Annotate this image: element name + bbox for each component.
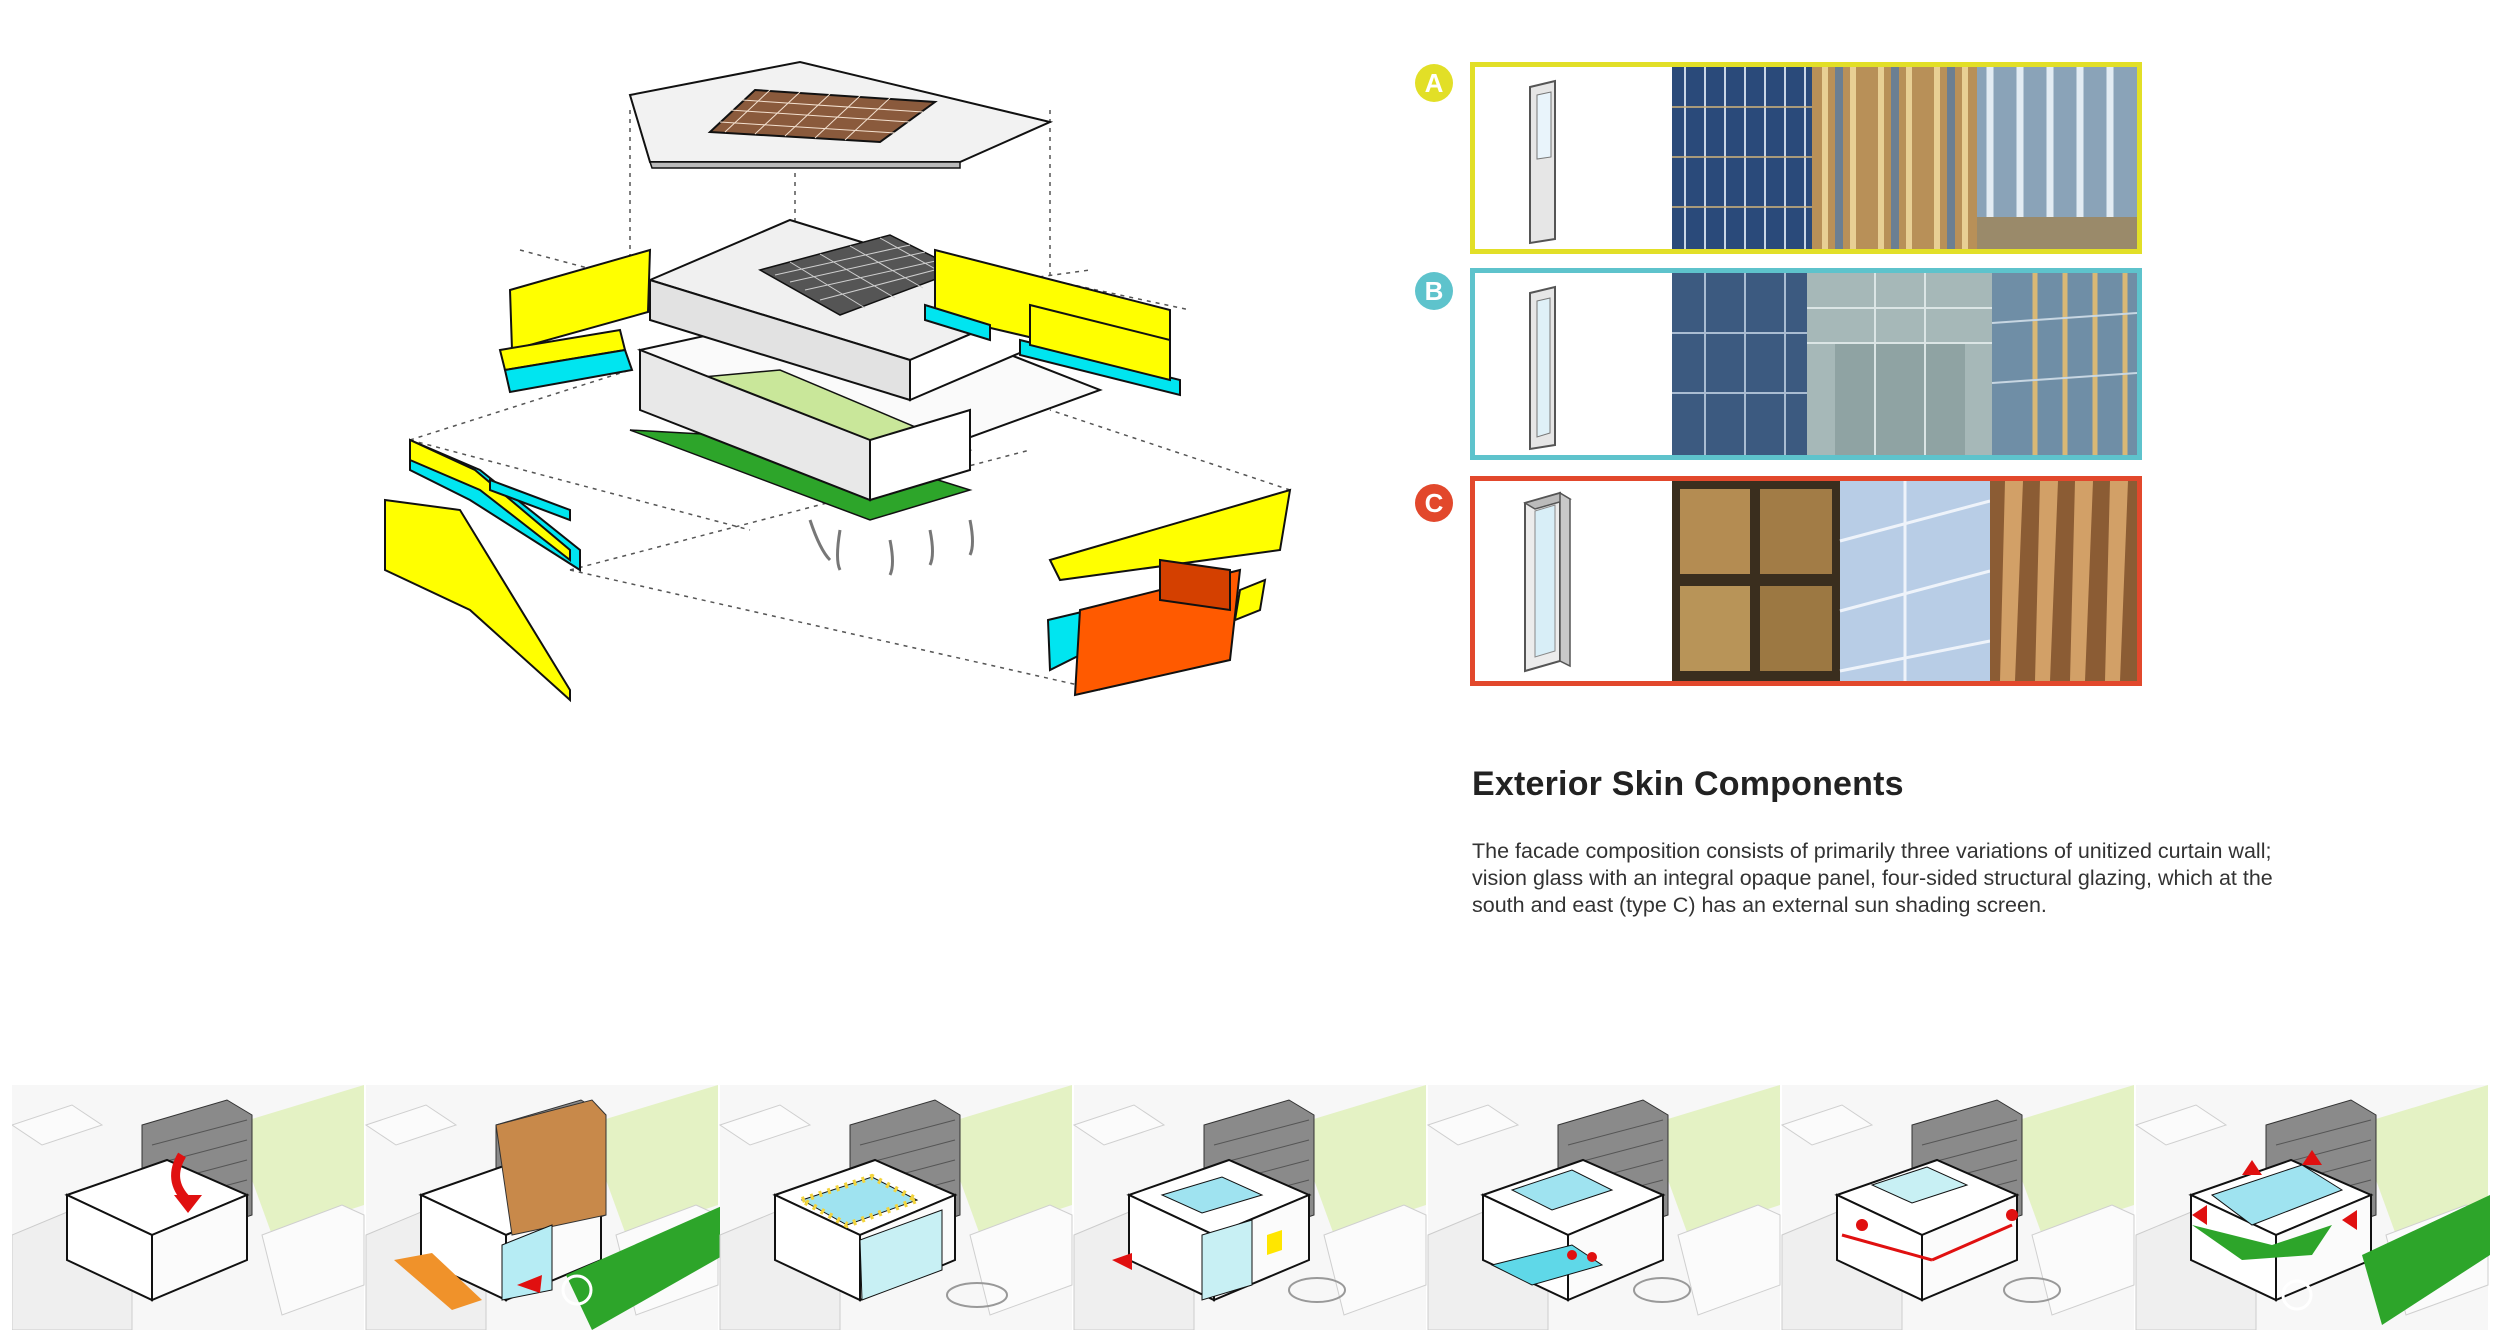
step-4	[1073, 1085, 1427, 1330]
facade-panels-northeast	[924, 248, 1181, 397]
panel-badge-b: B	[1415, 272, 1453, 310]
panel-badge-a: A	[1415, 64, 1453, 102]
facade-photo-a1	[1672, 67, 1812, 249]
roof-canopy	[628, 60, 1054, 169]
panel-frame-c	[1470, 476, 2142, 686]
facade-photo-a3	[1977, 67, 2137, 249]
facade-panels-southwest	[384, 438, 581, 703]
facade-photo-c3	[1990, 481, 2137, 681]
structural-glazing-unit-icon	[1529, 285, 1556, 451]
step-2	[365, 1085, 724, 1330]
exploded-axonometric-diagram	[384, 60, 1292, 703]
panel-badge-label: C	[1424, 487, 1444, 518]
massing-sequence-strip	[12, 1085, 2490, 1330]
panel-badge-label: B	[1424, 275, 1444, 306]
panel-badge-label: A	[1424, 67, 1444, 98]
step-1	[12, 1085, 365, 1330]
step-5	[1427, 1085, 1781, 1330]
step-6	[1781, 1085, 2135, 1330]
facade-photo-b1	[1672, 273, 1807, 455]
panel-row-c: C	[1415, 476, 2145, 686]
facade-photo-b2	[1807, 273, 1992, 455]
panel-row-a: A	[1415, 62, 2145, 262]
panel-frame-a	[1470, 62, 2142, 254]
facade-photo-a2	[1812, 67, 1977, 249]
step-7	[2135, 1085, 2490, 1330]
facade-photo-b3	[1991, 273, 2137, 455]
panel-badge-c: C	[1415, 484, 1453, 522]
facade-photo-c1	[1672, 481, 1840, 681]
step-3	[719, 1085, 1073, 1330]
facade-panels-southeast	[1046, 488, 1292, 697]
sun-shading-unit-icon	[1523, 491, 1572, 673]
panel-frame-b	[1470, 268, 2142, 460]
facade-photo-c2	[1839, 481, 1991, 681]
panel-row-b: B	[1415, 268, 2145, 468]
section-description: The facade composition consists of prima…	[1472, 839, 2273, 917]
curtain-wall-unit-icon	[1529, 79, 1556, 245]
facade-panels-northwest	[498, 248, 652, 394]
section-title: Exterior Skin Components	[1472, 765, 1904, 803]
